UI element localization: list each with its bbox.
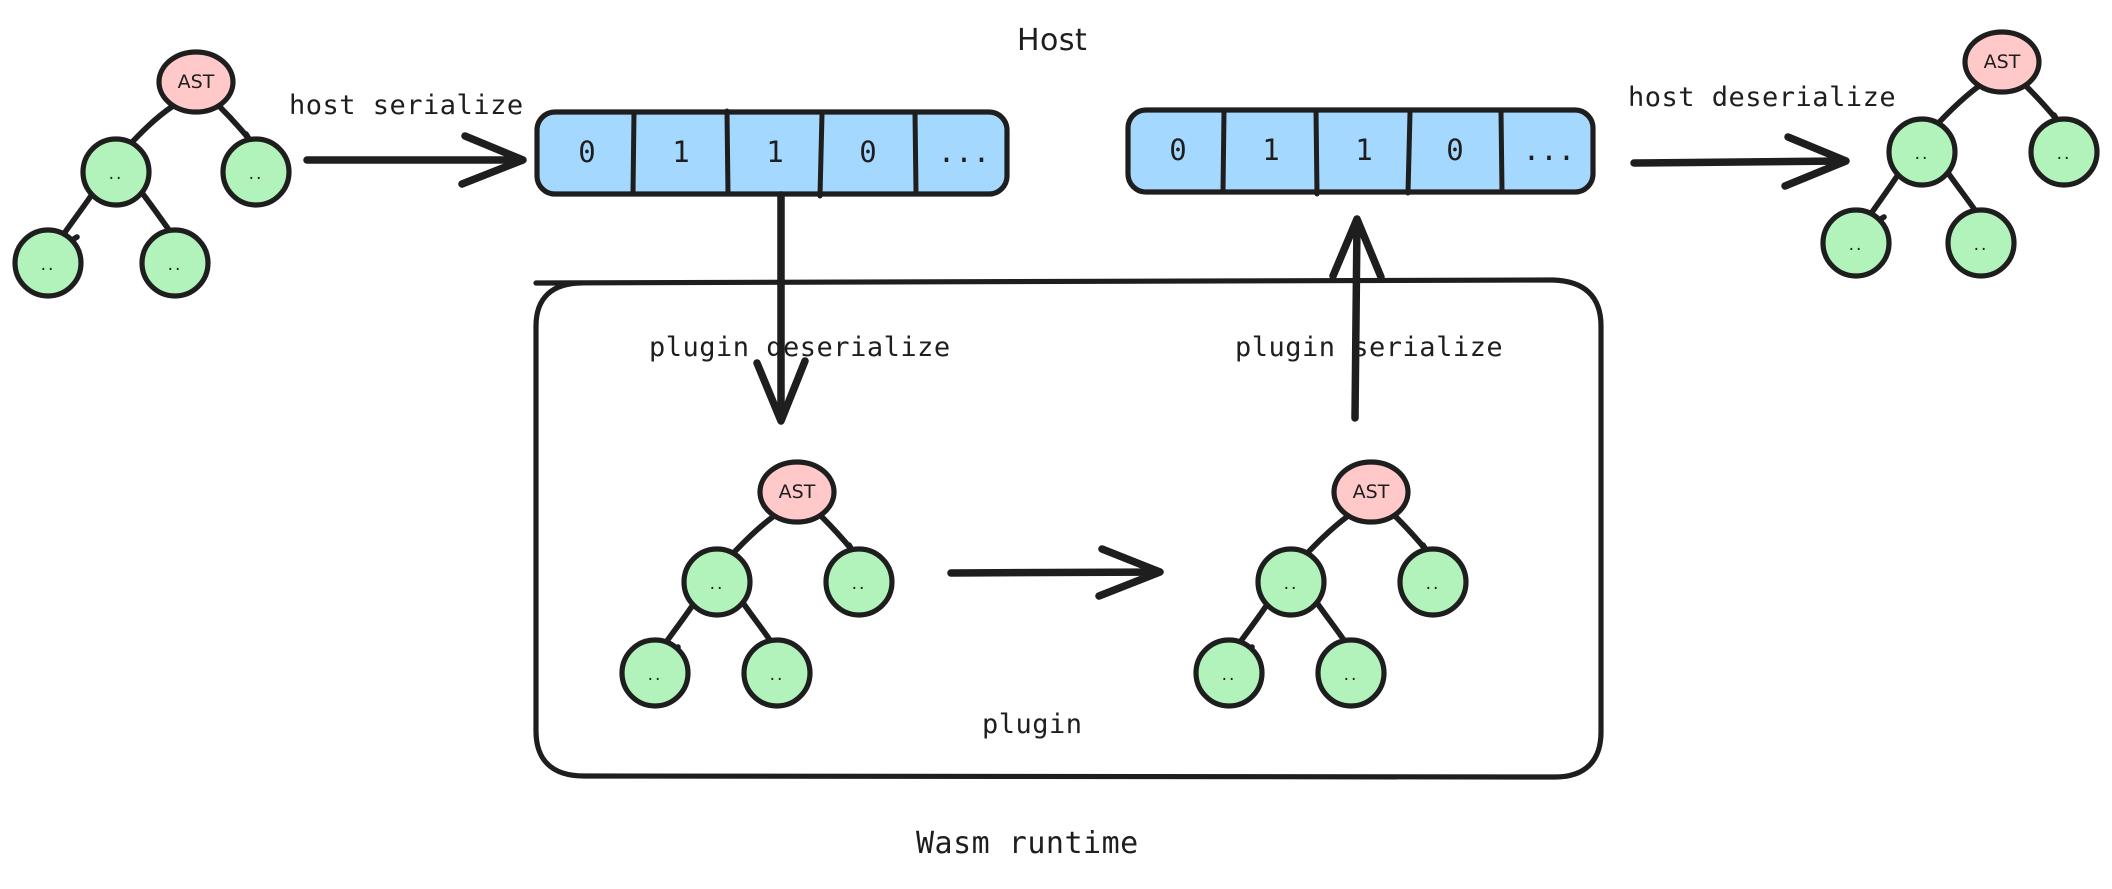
tree-node [681, 546, 753, 618]
byte-cell: 1 [766, 135, 784, 169]
tree-node [1945, 207, 2017, 279]
host-serialize-arrow [303, 132, 527, 188]
wasm-runtime-label: Wasm runtime [916, 826, 1139, 861]
tree-node [823, 546, 895, 618]
tree-host-input-ast [12, 49, 292, 299]
byte-cell: 1 [1355, 133, 1373, 167]
tree-node-label: .. [709, 574, 725, 594]
ast-root-label: AST [177, 71, 215, 93]
byte-cell: 0 [578, 135, 596, 169]
tree-host-output-ast [1820, 29, 2100, 279]
tree-node [619, 637, 691, 709]
tree-node [2028, 116, 2100, 188]
tree-node-label: .. [1973, 235, 1989, 255]
tree-node-label: .. [1221, 665, 1237, 685]
byte-cell: 0 [1169, 133, 1187, 167]
host-serialize-label: host serialize [289, 90, 524, 121]
host-deserialize-label: host deserialize [1628, 82, 1897, 113]
tree-node [1315, 637, 1387, 709]
ast-root-label: AST [1352, 481, 1390, 503]
plugin-box-label: plugin [982, 709, 1083, 740]
plugin-box [533, 277, 1604, 780]
page-title: Host [1017, 23, 1088, 58]
ast-root-node [156, 49, 236, 115]
host-deserialize-arrow [1630, 133, 1850, 190]
tree-node [220, 136, 292, 208]
tree-node-label: .. [1283, 574, 1299, 594]
tree-node [12, 227, 84, 299]
tree-node-label: .. [1343, 665, 1359, 685]
tree-node [1255, 546, 1327, 618]
ast-root-node [1962, 29, 2042, 95]
tree-node [1397, 546, 1469, 618]
tree-node [1886, 116, 1958, 188]
tree-node [1193, 637, 1265, 709]
byte-cell: 1 [672, 135, 690, 169]
plugin-deserialize-label: plugin deserialize [649, 332, 951, 363]
byte-cell: ... [1522, 133, 1576, 167]
byte-cell: 0 [1446, 133, 1464, 167]
tree-node-label: .. [167, 255, 183, 275]
byte-array-right [1125, 107, 1596, 197]
tree-node-label: .. [1425, 574, 1441, 594]
tree-node [139, 227, 211, 299]
plugin-transform-arrow [947, 545, 1164, 600]
byte-cell: ... [937, 135, 991, 169]
plugin-serialize-arrow [1329, 215, 1385, 422]
tree-node-label: .. [1848, 235, 1864, 255]
tree-node-label: .. [40, 255, 56, 275]
ast-root-node [1331, 459, 1411, 525]
tree-node-label: .. [851, 574, 867, 594]
tree-node [741, 637, 813, 709]
tree-node-label: .. [1914, 144, 1930, 164]
byte-cell: 1 [1262, 133, 1280, 167]
tree-node-label: .. [769, 665, 785, 685]
tree-plugin-output-ast [1193, 459, 1469, 709]
tree-node [1820, 207, 1892, 279]
ast-root-label: AST [1983, 51, 2021, 73]
tree-node [80, 136, 152, 208]
tree-node-label: .. [647, 665, 663, 685]
tree-plugin-input-ast [619, 459, 895, 709]
ast-root-label: AST [778, 481, 816, 503]
byte-cell: 0 [859, 135, 877, 169]
plugin-serialize-label: plugin serialize [1235, 332, 1504, 363]
tree-node-label: .. [248, 164, 264, 184]
tree-node-label: .. [108, 164, 124, 184]
byte-array-left [534, 108, 1010, 199]
ast-root-node [757, 459, 837, 525]
tree-node-label: .. [2056, 144, 2072, 164]
plugin-deserialize-arrow [753, 191, 809, 425]
